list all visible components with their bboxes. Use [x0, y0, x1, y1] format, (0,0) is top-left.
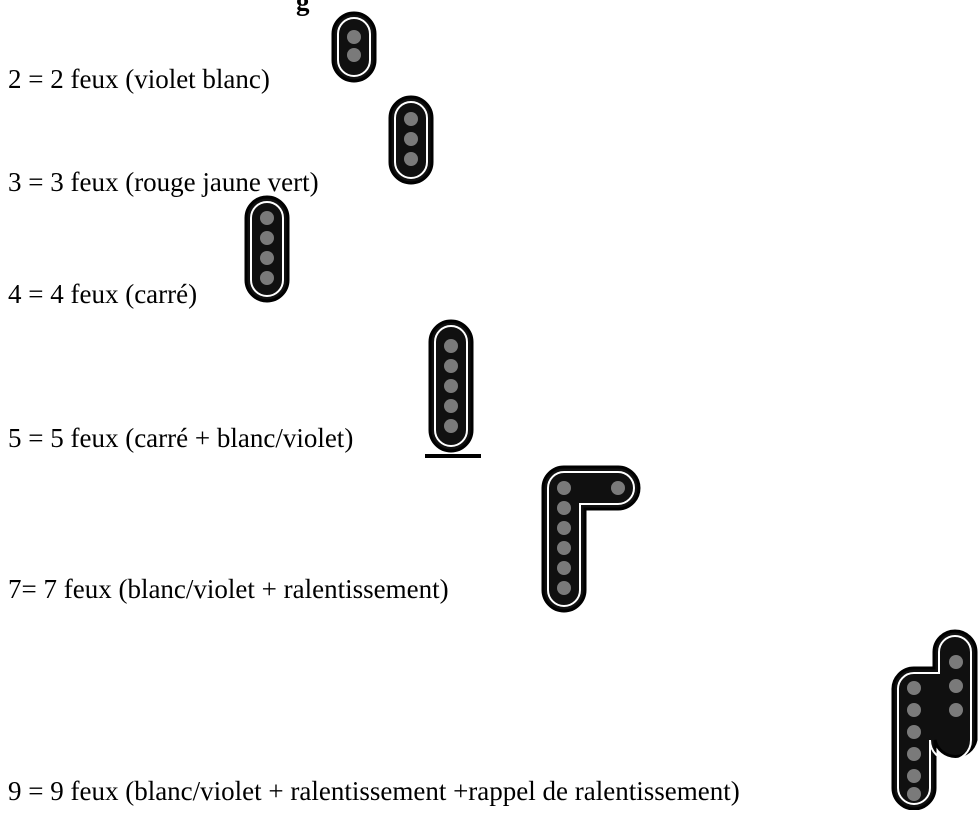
- heading-fragment: g: [296, 0, 310, 16]
- three-light-signal-icon: [388, 95, 434, 185]
- two-light-signal-icon: [331, 11, 377, 83]
- signal-row-label-3: 3 = 3 feux (rouge jaune vert): [8, 167, 319, 197]
- nine-light-signal-icon: [891, 629, 978, 810]
- signal-row-label-5: 5 = 5 feux (carré + blanc/violet): [8, 423, 354, 453]
- signal-row-label-7: 7= 7 feux (blanc/violet + ralentissement…: [8, 574, 449, 604]
- four-light-signal-icon: [244, 195, 290, 303]
- five-light-signal-icon: [425, 319, 481, 458]
- signal-row-label-9: 9 = 9 feux (blanc/violet + ralentissemen…: [8, 776, 740, 806]
- seven-light-signal-icon: [541, 465, 641, 613]
- signal-row-label-4: 4 = 4 feux (carré): [8, 279, 198, 309]
- signal-row-label-2: 2 = 2 feux (violet blanc): [8, 64, 270, 94]
